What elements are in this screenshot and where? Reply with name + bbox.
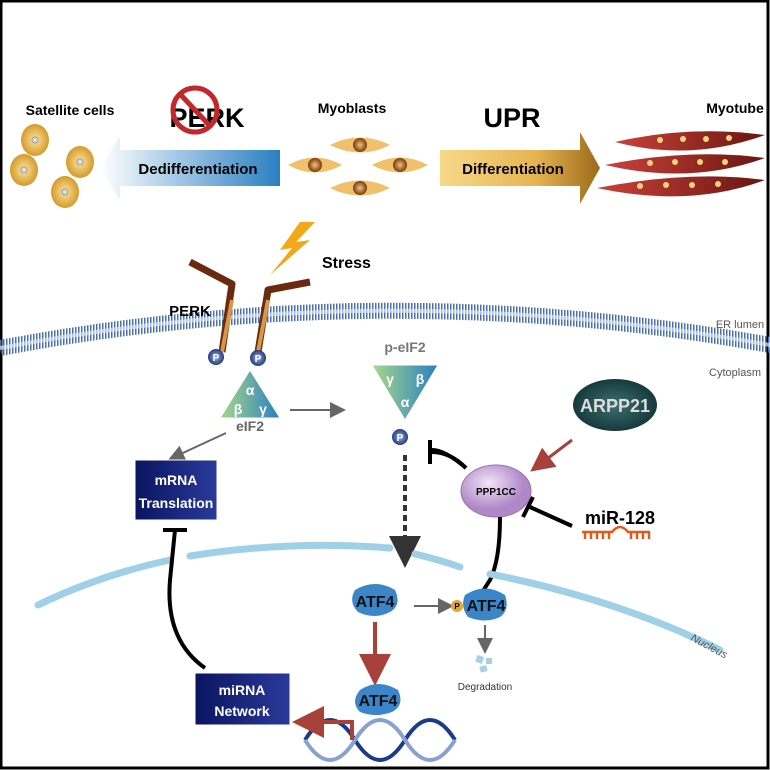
p-eif2-complex: γ β α P [371, 364, 439, 445]
gamma-subunit: γ [259, 401, 267, 417]
mirna-network-label-2: Network [214, 703, 269, 719]
myoblasts-icon [288, 137, 428, 196]
dedifferentiation-arrow: Dedifferentiation [100, 136, 280, 200]
atf4-dna-label: ATF4 [359, 693, 398, 710]
phospho-label: P [255, 354, 262, 365]
atf4-node [352, 584, 398, 616]
myotube-icon [597, 131, 765, 197]
atf4-dna-node [355, 684, 401, 715]
phospho-perk-1: P [208, 349, 224, 365]
gamma-subunit: γ [386, 371, 394, 387]
mirna-translation-inhibition [167, 529, 207, 670]
beta-subunit: β [234, 401, 243, 417]
cytoplasm-label: Cytoplasm [709, 367, 761, 379]
ppp1cc-label: PPP1CC [476, 487, 516, 498]
arpp21-node [573, 379, 657, 431]
mirna-network-box [194, 672, 291, 726]
p-atf4-label: ATF4 [467, 598, 506, 615]
degradation-label: Degradation [458, 682, 512, 693]
arpp21-label: ARPP21 [580, 396, 650, 416]
mirna-hairpin-icon [582, 525, 651, 539]
translation-arrow [168, 432, 227, 461]
alpha-subunit: α [401, 394, 410, 410]
mir128-inhibition [529, 505, 573, 528]
phospho-label: P [213, 353, 220, 364]
degradation-icon [475, 654, 492, 673]
transcription-arrow [292, 706, 354, 740]
mrna-translation-label-1: mRNA [155, 472, 198, 488]
p-atf4-node [463, 588, 507, 621]
phospho-label: P [454, 602, 460, 611]
prohibited-icon [170, 85, 220, 135]
phospho-atf4-p [451, 600, 463, 612]
differentiation-arrow: Differentiation [440, 132, 600, 204]
alpha-subunit: α [246, 382, 255, 398]
perk-receptor-label: PERK [169, 303, 211, 320]
upr-label: UPR [483, 103, 540, 133]
activation-arrow [530, 438, 573, 472]
myotube-label: Myotube [706, 100, 764, 116]
differentiation-label: Differentiation [462, 161, 564, 178]
ppp1cc-node [460, 464, 532, 518]
eif2-complex: α β γ [219, 369, 281, 419]
eif2-label: eIF2 [236, 418, 264, 434]
beta-subunit: β [416, 371, 425, 387]
mrna-translation-box [134, 459, 218, 521]
mirna-network-label-1: miRNA [219, 682, 266, 698]
perk-receptor [188, 258, 311, 353]
atf4-label: ATF4 [356, 594, 395, 611]
phospho-perk-2: P [250, 350, 266, 366]
lightning-icon [270, 222, 315, 275]
mrna-translation-label-2: Translation [139, 495, 214, 511]
satellite-cells-icon [10, 124, 94, 208]
nuclear-membrane [34, 541, 724, 654]
dedifferentiation-label: Dedifferentiation [138, 161, 257, 178]
er-lumen-label: ER lumen [716, 319, 764, 331]
phospho-label: P [397, 433, 404, 444]
satellite-cells-label: Satellite cells [26, 102, 115, 118]
myoblasts-label: Myoblasts [318, 100, 387, 116]
mir128-label: miR-128 [585, 508, 655, 528]
p-eif2-label: p-eIF2 [384, 339, 425, 355]
stress-label: Stress [322, 255, 371, 272]
